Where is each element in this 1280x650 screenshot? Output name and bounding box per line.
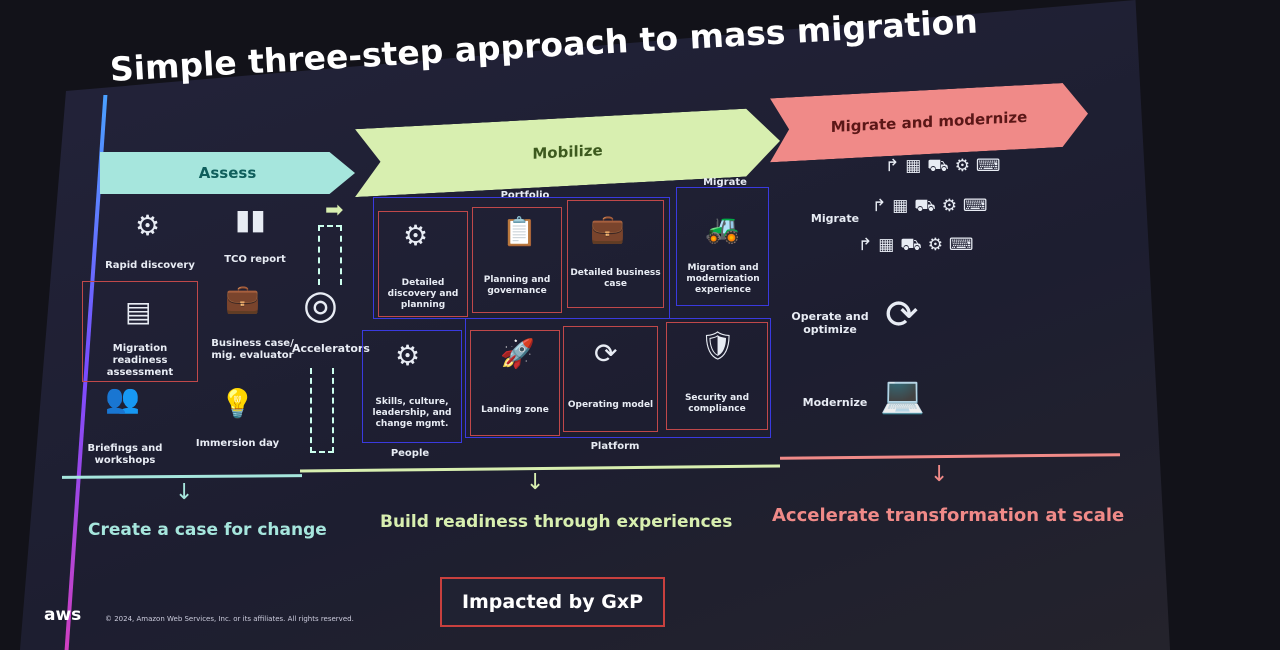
migrate-item: Operate and optimize (791, 310, 869, 337)
mobilize-item: Detailed business case (570, 268, 661, 289)
arrow-down-icon: ↓ (175, 480, 194, 505)
vitruvian-icon: ◎ (303, 282, 338, 328)
assess-item: Briefings and workshops (87, 443, 163, 466)
arrow-right-icon: ➡ (325, 198, 344, 223)
platform-group (465, 318, 771, 438)
bar-chart-icon: ▮▮ (235, 203, 266, 236)
group-label-migrate: Migrate (703, 177, 747, 188)
people-laptop-icon: 👥 (105, 382, 140, 415)
mobilize-item: Detailed discovery and planning (387, 278, 459, 310)
outcome-mobilize: Build readiness through experiences (380, 512, 733, 532)
migrate-group (676, 187, 769, 306)
mobilize-item: Landing zone (481, 405, 549, 415)
assess-item: Rapid discovery (105, 260, 195, 271)
mobilize-card (378, 211, 468, 317)
outcome-migrate: Accelerate transformation at scale (772, 505, 1125, 526)
group-label-people: People (390, 448, 430, 459)
magnifier-gear-icon: ⚙ (135, 209, 161, 242)
rocket-icon: 🚀 (500, 337, 535, 370)
forklift-icon: 🚜 (705, 212, 740, 245)
mobilize-card (472, 207, 562, 313)
mobilize-item: Skills, culture, leadership, and change … (372, 397, 452, 429)
briefcase-icon: 💼 (225, 282, 260, 315)
migration-flow-icons: ↱▦⛟⚙⌨ (872, 196, 994, 216)
mobilize-card (567, 200, 664, 308)
laptop-gear-icon: 💻 (880, 375, 925, 416)
outcome-assess: Create a case for change (88, 520, 327, 540)
mobilize-item: Migration and modernization experience (686, 263, 760, 295)
phase-assess: Assess (100, 152, 355, 194)
migrate-item: Modernize (802, 396, 868, 409)
mobilize-card (563, 326, 658, 432)
assess-item: Immersion day (195, 438, 280, 449)
dashed-path (310, 368, 334, 453)
group-label-platform: Platform (590, 441, 640, 452)
aws-logo: aws (44, 605, 82, 625)
mobilize-item: Operating model (567, 400, 654, 410)
arrow-down-icon: ↓ (930, 462, 949, 487)
gear-person-icon: ⚙ (395, 339, 421, 372)
gears-magnifier-icon: ⚙ (403, 219, 429, 252)
mobilize-card (470, 330, 560, 436)
migration-flow-icons: ↱▦⛟⚙⌨ (858, 235, 980, 255)
assess-item: Migration readiness assessment (106, 343, 174, 378)
mobilize-item: Planning and governance (483, 275, 551, 296)
lightbulb-icon: 💡 (220, 387, 255, 420)
mobilize-card (666, 322, 768, 430)
dashed-path (318, 225, 342, 285)
assess-item: TCO report (224, 254, 286, 265)
shield-check-icon: 🛡 (700, 329, 736, 362)
mobilize-item: Security and compliance (684, 393, 750, 414)
migrate-item: Migrate (810, 212, 860, 225)
bulb-briefcase-icon: 💼 (590, 212, 625, 245)
assess-item: Accelerators (292, 342, 370, 355)
copyright-footer: © 2024, Amazon Web Services, Inc. or its… (105, 615, 354, 623)
highlight-box (82, 281, 198, 382)
group-label-portfolio: Portfolio (500, 190, 550, 201)
document-icon: ▤ (125, 295, 152, 328)
people-group (362, 330, 462, 443)
migration-flow-icons: ↱▦⛟⚙⌨ (885, 156, 1007, 176)
clipboard-icon: 📋 (502, 215, 537, 248)
assess-item: Business case/ mig. evaluator (211, 338, 294, 361)
gxp-callout: Impacted by GxP (440, 577, 665, 627)
arrow-down-icon: ↓ (526, 470, 545, 495)
gear-cycle-icon: ⟳ (885, 292, 919, 338)
gear-cycle-icon: ⟳ (594, 337, 618, 370)
